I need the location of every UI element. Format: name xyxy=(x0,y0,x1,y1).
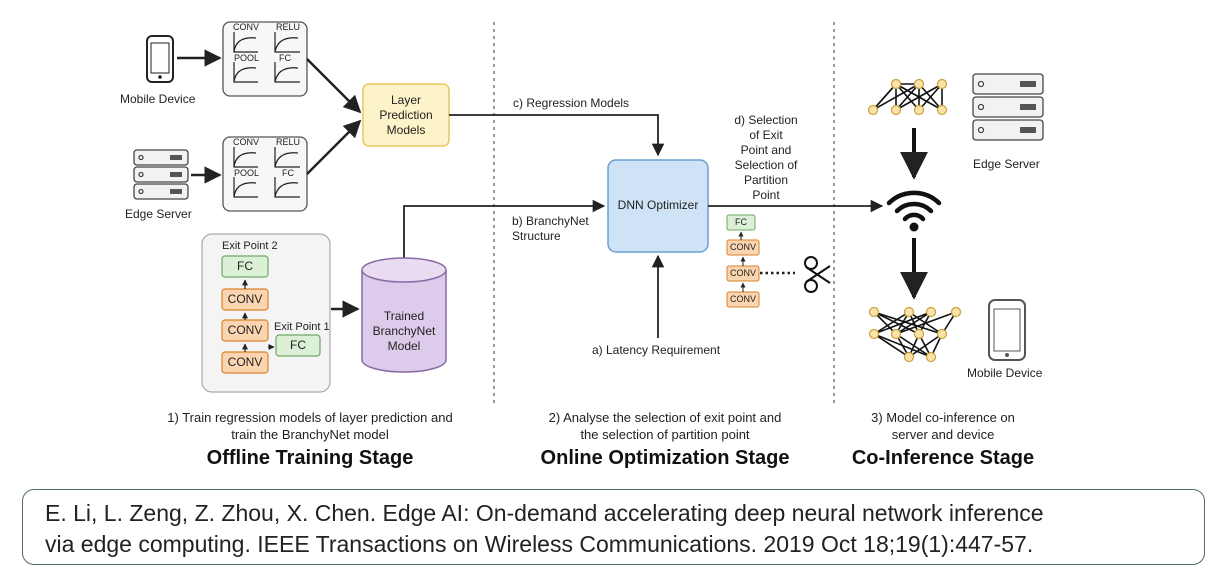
arrow-grid-to-prediction-bottom xyxy=(306,119,362,175)
edge-neural-network-icon xyxy=(867,78,948,116)
exit-point-2-label: Exit Point 2 xyxy=(222,240,278,252)
trained-model-cylinder xyxy=(361,257,447,373)
partition-fc: FC xyxy=(735,217,747,227)
branchynet-layers xyxy=(221,255,321,374)
grid-label-pool-2: POOL xyxy=(234,168,260,178)
mobile-device-right-label: Mobile Device xyxy=(967,366,1043,380)
grid-label-relu-2: RELU xyxy=(276,137,301,147)
stage-2-description: 2) Analyse the selection of exit point a… xyxy=(548,410,782,442)
grid-label-pool: POOL xyxy=(234,53,260,63)
wifi-dot xyxy=(909,222,919,232)
trained-model-label: Trained BranchyNet Model xyxy=(372,309,436,353)
edge-server-icon xyxy=(133,149,189,200)
device-neural-network-icon xyxy=(868,306,962,363)
exit-point-1-label: Exit Point 1 xyxy=(274,321,330,333)
arrow-regression-models xyxy=(449,114,665,157)
dnn-optimizer-label: DNN Optimizer xyxy=(617,198,699,212)
branchy-fc-exit: FC xyxy=(290,338,306,352)
scissors-icon xyxy=(804,256,831,293)
branchy-conv-3: CONV xyxy=(227,355,263,369)
latency-label: a) Latency Requirement xyxy=(592,343,721,357)
partition-conv-1: CONV xyxy=(729,242,756,252)
grid-label-fc: FC xyxy=(279,53,291,63)
grid-label-relu: RELU xyxy=(276,22,301,32)
edge-server-right-icon xyxy=(972,73,1044,141)
partition-conv-2: CONV xyxy=(729,268,756,278)
citation-box: E. Li, L. Zeng, Z. Zhou, X. Chen. Edge A… xyxy=(22,489,1205,565)
stage-1-description: 1) Train regression models of layer pred… xyxy=(167,410,453,442)
edge-server-right-label: Edge Server xyxy=(973,157,1040,171)
branchy-fc-top: FC xyxy=(237,259,253,273)
edge-server-label: Edge Server xyxy=(125,207,192,221)
regression-models-label: c) Regression Models xyxy=(513,96,630,110)
stage-3-description: 3) Model co-inference on server and devi… xyxy=(871,410,1015,442)
wifi-icon xyxy=(886,190,942,222)
mobile-device-label: Mobile Device xyxy=(120,92,196,106)
partition-layers xyxy=(726,214,795,308)
mobile-device-icon xyxy=(146,35,174,83)
grid-label-conv: CONV xyxy=(233,22,260,32)
arrow-grid-to-prediction-top xyxy=(306,58,362,114)
branchynet-structure-label: b) BranchyNet Structure xyxy=(512,214,589,243)
layer-prediction-label: Layer Prediction Models xyxy=(379,93,433,137)
branchy-conv-2: CONV xyxy=(227,323,263,337)
branchy-conv-1: CONV xyxy=(227,292,263,306)
stage-3-title: Co-Inference Stage xyxy=(851,447,1035,469)
partition-conv-3: CONV xyxy=(729,294,756,304)
mobile-device-right-icon xyxy=(988,299,1026,361)
grid-label-conv-2: CONV xyxy=(233,137,260,147)
arrow-branchynet-structure xyxy=(403,199,606,258)
stage-2-title: Online Optimization Stage xyxy=(540,447,790,469)
stage-1-title: Offline Training Stage xyxy=(206,447,414,469)
grid-label-fc-2: FC xyxy=(282,168,294,178)
selection-label: d) Selection of Exit Point and Selection… xyxy=(734,113,798,202)
